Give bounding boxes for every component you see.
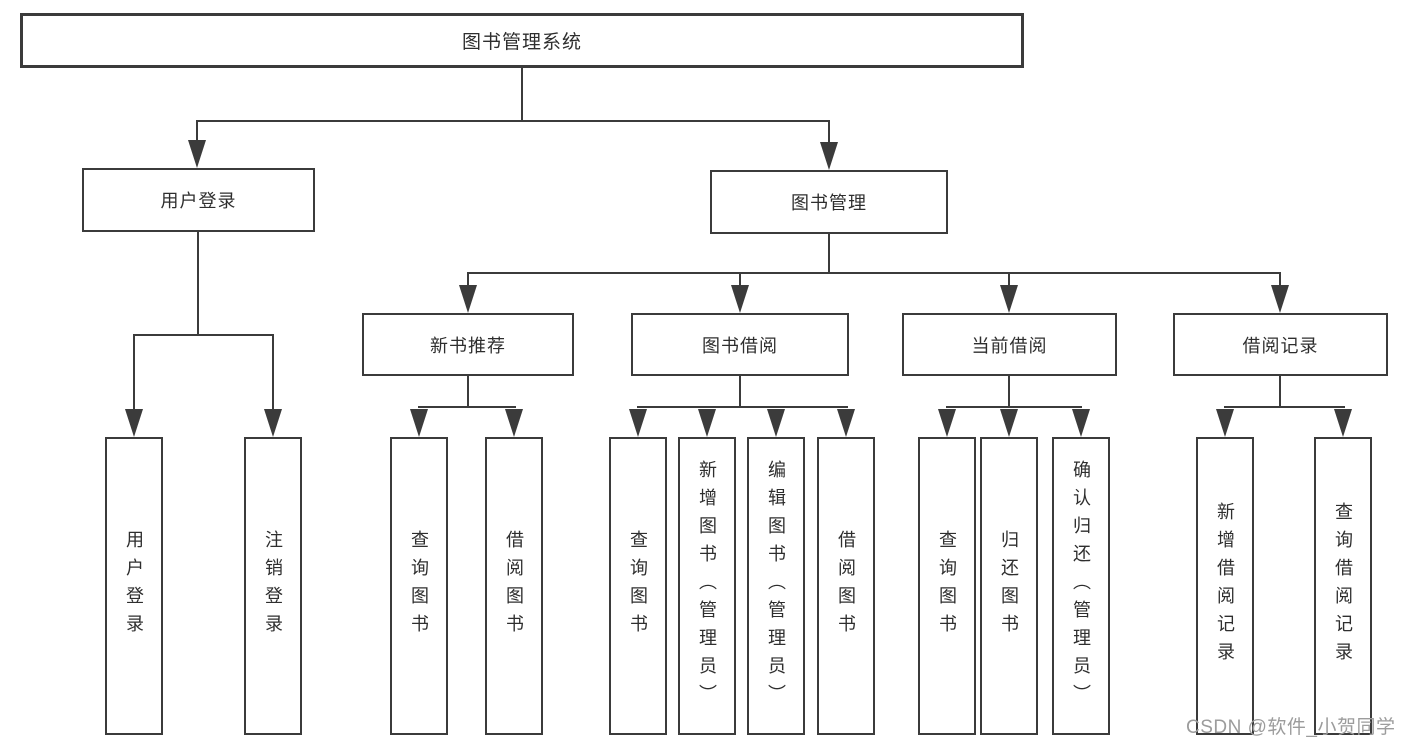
leaf-return-books-label: 归还图书 (999, 530, 1019, 642)
node-borrowing-records-label: 借阅记录 (1242, 335, 1319, 356)
node-book-borrowing: 图书借阅 (631, 313, 849, 376)
connector-borrow-stem (739, 376, 741, 407)
arrowhead-icon (1216, 409, 1234, 437)
leaf-user-login: 用户登录 (105, 437, 163, 735)
connector-root-rail (197, 120, 830, 122)
leaf-query-borrow-record-label: 查询借阅记录 (1333, 502, 1353, 670)
node-current-borrowing: 当前借阅 (902, 313, 1117, 376)
connector-current-rail (946, 406, 1082, 408)
leaf-edit-books-admin: 编辑图书（管理员） (747, 437, 805, 735)
leaf-add-books-admin: 新增图书（管理员） (678, 437, 736, 735)
arrowhead-icon (698, 409, 716, 437)
leaf-add-borrow-record-label: 新增借阅记录 (1215, 502, 1235, 670)
arrowhead-icon (188, 140, 206, 168)
leaf-confirm-return-admin-label: 确认归还（管理员） (1071, 460, 1091, 712)
arrowhead-icon (1000, 409, 1018, 437)
connector-to-recommend (467, 272, 469, 286)
connector-recommend-stem (467, 376, 469, 407)
connector-login-stem (197, 232, 199, 335)
leaf-recommend-query-books: 查询图书 (390, 437, 448, 735)
leaf-borrow-query-books: 查询图书 (609, 437, 667, 735)
node-borrowing-records: 借阅记录 (1173, 313, 1388, 376)
connector-login-rail (133, 334, 274, 336)
leaf-add-borrow-record: 新增借阅记录 (1196, 437, 1254, 735)
leaf-recommend-borrow-books: 借阅图书 (485, 437, 543, 735)
leaf-current-query-books: 查询图书 (918, 437, 976, 735)
connector-records-stem (1279, 376, 1281, 407)
connector-to-leaf-logout (272, 334, 274, 411)
connector-to-borrow (739, 272, 741, 286)
node-user-login: 用户登录 (82, 168, 315, 232)
leaf-add-books-admin-label: 新增图书（管理员） (697, 460, 717, 712)
arrowhead-icon (1000, 285, 1018, 313)
arrowhead-icon (938, 409, 956, 437)
arrowhead-icon (125, 409, 143, 437)
leaf-borrow-query-books-label: 查询图书 (628, 530, 648, 642)
leaf-edit-books-admin-label: 编辑图书（管理员） (766, 460, 786, 712)
node-current-borrowing-label: 当前借阅 (971, 335, 1048, 356)
arrowhead-icon (1271, 285, 1289, 313)
connector-recommend-rail (418, 406, 516, 408)
connector-borrow-rail (637, 406, 848, 408)
node-user-login-label: 用户登录 (160, 191, 237, 211)
arrowhead-icon (629, 409, 647, 437)
node-root-system: 图书管理系统 (20, 13, 1024, 68)
connector-to-book-mgmt (828, 120, 830, 144)
connector-to-records (1279, 272, 1281, 286)
connector-records-rail (1224, 406, 1345, 408)
leaf-query-borrow-record: 查询借阅记录 (1314, 437, 1372, 735)
node-new-book-recommend: 新书推荐 (362, 313, 574, 376)
connector-to-user-login (196, 120, 198, 144)
leaf-user-login-label: 用户登录 (124, 530, 144, 642)
node-root-label: 图书管理系统 (461, 32, 582, 53)
node-new-book-recommend-label: 新书推荐 (430, 335, 506, 356)
leaf-current-query-books-label: 查询图书 (937, 530, 957, 642)
csdn-watermark: CSDN @软件_小贺同学 (1186, 717, 1396, 738)
connector-root-stem (521, 68, 523, 120)
connector-to-current (1008, 272, 1010, 286)
arrowhead-icon (731, 285, 749, 313)
leaf-recommend-query-books-label: 查询图书 (409, 530, 429, 642)
arrowhead-icon (1334, 409, 1352, 437)
arrowhead-icon (459, 285, 477, 313)
arrowhead-icon (1072, 409, 1090, 437)
leaf-recommend-borrow-books-label: 借阅图书 (504, 530, 524, 642)
arrowhead-icon (264, 409, 282, 437)
connector-current-stem (1008, 376, 1010, 407)
arrowhead-icon (410, 409, 428, 437)
arrowhead-icon (767, 409, 785, 437)
leaf-confirm-return-admin: 确认归还（管理员） (1052, 437, 1110, 735)
leaf-borrow-books: 借阅图书 (817, 437, 875, 735)
leaf-return-books: 归还图书 (980, 437, 1038, 735)
leaf-borrow-books-label: 借阅图书 (836, 530, 856, 642)
leaf-logout: 注销登录 (244, 437, 302, 735)
node-book-borrowing-label: 图书借阅 (702, 335, 778, 356)
node-book-management-label: 图书管理 (791, 193, 867, 213)
connector-mgmt-stem (828, 234, 830, 273)
connector-mgmt-rail (467, 272, 1281, 274)
node-book-management: 图书管理 (710, 170, 948, 234)
arrowhead-icon (505, 409, 523, 437)
arrowhead-icon (820, 142, 838, 170)
arrowhead-icon (837, 409, 855, 437)
connector-to-leaf-login (133, 334, 135, 411)
leaf-logout-label: 注销登录 (263, 530, 283, 642)
